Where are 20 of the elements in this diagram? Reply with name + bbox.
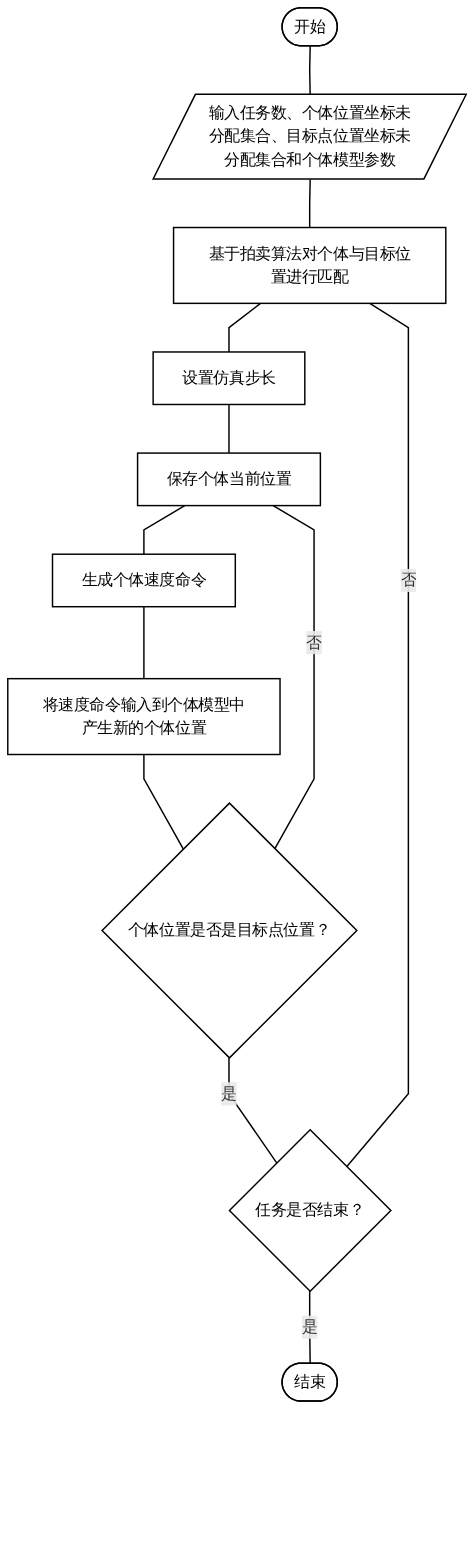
- node-box: 保存个体当前位置: [136, 452, 322, 507]
- node-box: 基于拍卖算法对个体与目标位置进行匹配: [172, 226, 447, 305]
- node-diamond: 任务是否结束？: [228, 1128, 392, 1293]
- node-diamond: 个体位置是否是目标点位置？: [101, 802, 358, 1059]
- edge-label: 是: [301, 1317, 318, 1336]
- connector: [228, 403, 230, 454]
- connector: [308, 178, 311, 229]
- connector: [143, 504, 186, 555]
- edge-label: 否: [400, 570, 417, 590]
- connector: [143, 606, 145, 680]
- connector: [345, 302, 410, 1168]
- node-box: 生成个体速度命令: [51, 553, 237, 608]
- connector: [228, 1057, 278, 1164]
- connector: [272, 504, 315, 850]
- connector: [228, 302, 262, 353]
- connector: [143, 753, 184, 850]
- edge-label: 是: [221, 1084, 237, 1103]
- node-box: 设置仿真步长: [152, 351, 306, 406]
- edge-label: 否: [306, 632, 322, 652]
- node-box: 将速度命令输入到个体模型中产生新的个体位置: [7, 677, 281, 756]
